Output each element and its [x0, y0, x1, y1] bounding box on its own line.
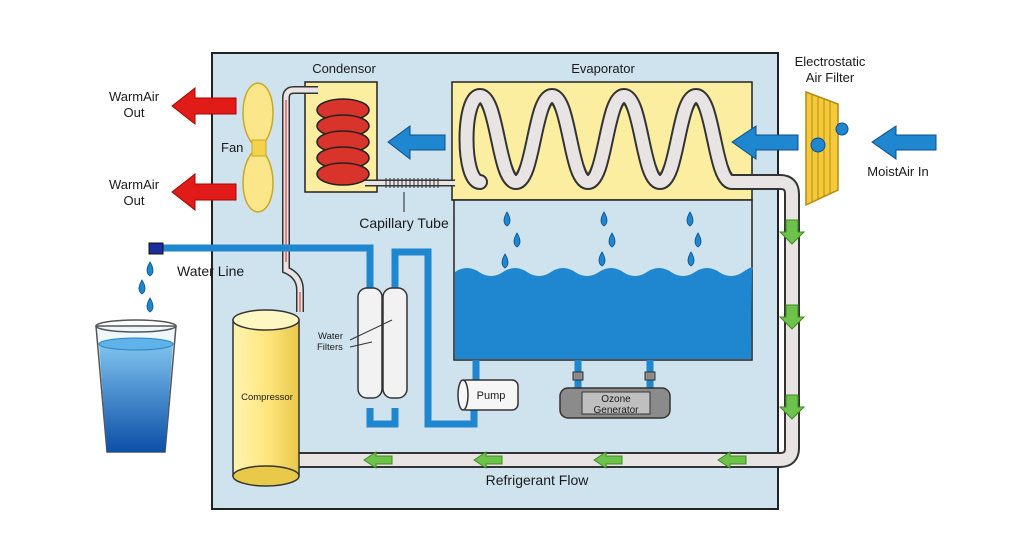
faucet-drops: [138, 261, 154, 313]
moist-air-in-arrow: [871, 125, 937, 160]
compressor-label: Compressor: [241, 392, 293, 403]
ozone-label-line1: Ozone: [601, 394, 631, 405]
fan-icon: [242, 82, 274, 213]
air-filter-label-line1: Electrostatic: [795, 54, 866, 69]
fan-label: Fan: [221, 140, 243, 155]
water-droplets: [501, 211, 702, 269]
water-line-label: Water Line: [177, 263, 244, 279]
air-filter-label-line2: Air Filter: [806, 70, 855, 85]
ozone-generator: [559, 371, 671, 419]
water-glass: [95, 319, 177, 453]
warm-air-label-bottom-line2: Out: [124, 193, 145, 208]
refrigerant-flow-arrows: [363, 219, 806, 469]
condenser-coil: [316, 98, 370, 186]
warm-air-label-bottom-line1: WarmAir: [109, 177, 160, 192]
warm-air-label-top-line1: WarmAir: [109, 89, 160, 104]
condensor-label: Condensor: [312, 61, 376, 76]
evaporator-label: Evaporator: [571, 61, 635, 76]
refrigerant-flow-label: Refrigerant Flow: [486, 472, 590, 488]
water-filters-label-line2: Filters: [317, 342, 343, 353]
warm-air-arrow-bottom: [171, 172, 237, 212]
air-flow-arrow-to-condenser: [387, 125, 446, 161]
warm-air-arrow-top: [171, 86, 237, 126]
water-filters-label-line1: Water: [318, 331, 343, 342]
warm-air-label-top-line2: Out: [124, 105, 145, 120]
electrostatic-filter: [805, 90, 849, 207]
pump: [457, 379, 519, 411]
pump-label: Pump: [477, 390, 506, 402]
water-line: [160, 244, 654, 428]
air-flow-arrow-into-evaporator: [731, 125, 799, 160]
ozone-label-line2: Generator: [593, 405, 639, 416]
moist-air-in-label: MoistAir In: [867, 164, 928, 179]
compressor: [232, 309, 300, 487]
faucet-nozzle: [148, 242, 164, 255]
water-filters: [349, 287, 408, 399]
water-body: [455, 267, 753, 359]
capillary-tube-label: Capillary Tube: [359, 215, 449, 231]
